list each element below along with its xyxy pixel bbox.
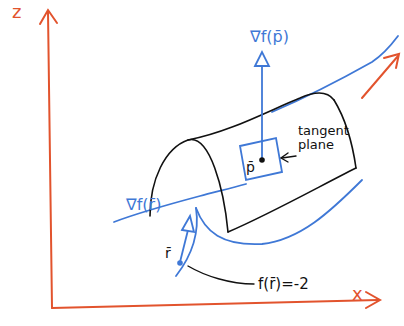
callout-label: f(r̄)=-2	[258, 276, 309, 293]
point-label: r̄	[165, 246, 171, 261]
point-label: p̄	[246, 160, 255, 175]
leader-arrowhead	[281, 153, 288, 162]
gradient-vector	[180, 230, 188, 262]
axis-label: z	[12, 2, 21, 22]
x-arrowhead	[366, 292, 380, 308]
tangent-plane	[240, 138, 282, 180]
level-curve	[176, 208, 197, 276]
point-dot	[259, 157, 265, 163]
gradient-vector	[261, 64, 263, 158]
plane-label: tangent plane	[298, 124, 358, 153]
z-arrowhead	[40, 10, 57, 24]
gradient-label: ∇f(r̄)	[126, 196, 161, 214]
point-dot	[177, 260, 183, 266]
gradient-arrowhead	[182, 216, 194, 232]
surface-edge	[150, 140, 228, 232]
gradient-arrowhead	[255, 52, 269, 66]
y-arrowhead	[384, 54, 399, 68]
x-axis	[52, 300, 378, 308]
gradient-label: ∇f(p̄)	[250, 28, 289, 46]
leader-line	[188, 266, 254, 284]
y-axis	[362, 56, 398, 98]
z-axis	[48, 12, 52, 308]
axis-label: x	[352, 284, 363, 304]
